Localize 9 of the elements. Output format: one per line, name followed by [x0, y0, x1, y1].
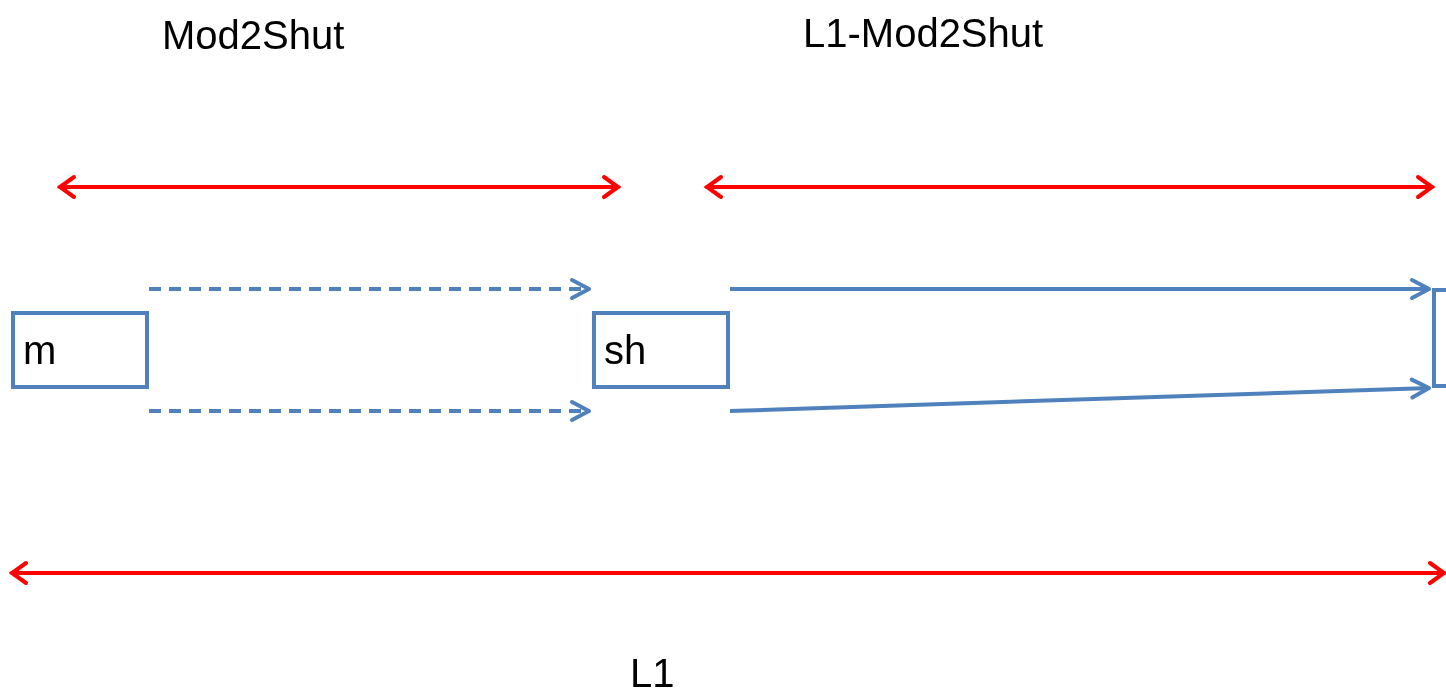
dimension-label: L1-Mod2Shut: [803, 10, 1044, 57]
arrow: [729, 377, 1431, 413]
dimension-label: L1: [630, 650, 675, 693]
arrow: [730, 278, 1431, 300]
arrow: [149, 400, 591, 422]
process-box: m: [11, 311, 149, 389]
dimension-label: Mod2Shut: [162, 12, 345, 59]
arrow: [149, 278, 591, 300]
process-box: sh: [592, 311, 730, 389]
